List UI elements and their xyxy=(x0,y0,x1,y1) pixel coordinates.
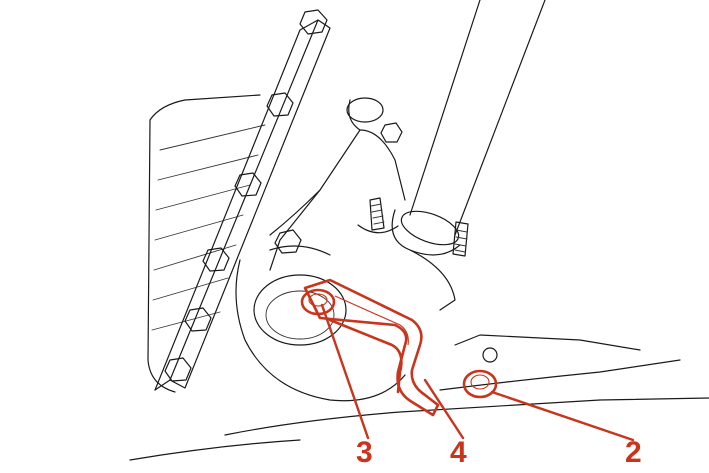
callout-2: 2 xyxy=(625,436,642,469)
leader-3 xyxy=(320,303,370,440)
hex-bolt-icon xyxy=(202,247,230,272)
hex-bolt-icon xyxy=(184,307,212,332)
callout-3: 3 xyxy=(356,436,373,469)
leader-4 xyxy=(423,378,465,440)
callout-4: 4 xyxy=(450,436,467,469)
bracket-inner-edge xyxy=(328,318,403,394)
hex-bolt-icon xyxy=(266,92,294,117)
hex-bolt-icon xyxy=(380,122,403,143)
hex-bolt-icon xyxy=(462,369,498,399)
studs xyxy=(357,197,469,257)
highlighted-parts xyxy=(300,278,498,417)
rocker-arm xyxy=(269,97,406,271)
flange-bolts xyxy=(164,9,328,382)
bracket-outline xyxy=(303,278,440,417)
hex-bolt-icon xyxy=(274,229,302,254)
frame-plate xyxy=(129,334,709,461)
engine-block xyxy=(147,94,266,393)
threaded-stud-icon xyxy=(357,197,399,234)
hex-bolt-icon xyxy=(164,357,192,382)
leader-2 xyxy=(490,390,635,442)
hex-bolt-icon xyxy=(300,288,336,316)
hex-bolt-icon xyxy=(299,9,328,35)
housing xyxy=(235,229,456,402)
shock-shaft xyxy=(391,0,546,256)
callout-leaders xyxy=(320,303,635,442)
bracket-centerline xyxy=(334,295,409,346)
cover-flange xyxy=(154,19,331,391)
hex-bolt-icon xyxy=(234,172,262,197)
threaded-stud-icon xyxy=(452,221,469,257)
